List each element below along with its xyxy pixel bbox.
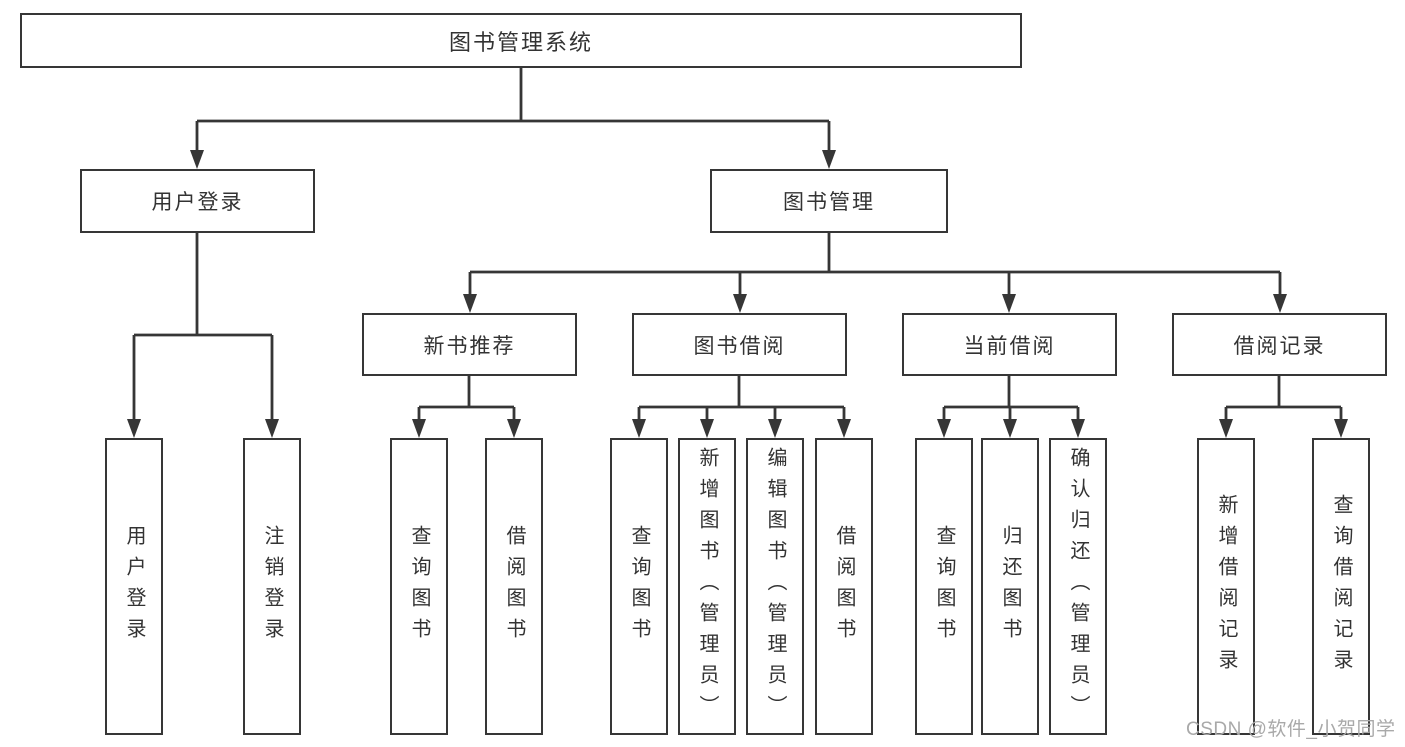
node-root-label: 图书管理系统: [448, 29, 593, 55]
leaf-logout-label: 注销登录: [261, 524, 283, 649]
node-book-management-label: 图书管理: [783, 191, 875, 214]
node-borrow-records-label: 借阅记录: [1233, 334, 1326, 358]
leaf-logout: 注销登录: [243, 438, 301, 735]
node-book-borrow: 图书借阅: [632, 313, 847, 376]
node-borrow-records: 借阅记录: [1172, 313, 1387, 376]
leaf-query-books-current: 查询图书: [915, 438, 973, 735]
node-current-borrow: 当前借阅: [902, 313, 1117, 376]
leaf-return-book: 归还图书: [981, 438, 1039, 735]
leaf-borrow-books-borrow-label: 借阅图书: [833, 524, 855, 649]
csdn-watermark: CSDN @软件_小贺同学: [1186, 719, 1396, 740]
leaf-edit-book-admin: 编辑图书（管理员）: [746, 438, 804, 735]
node-new-book-recommend-label: 新书推荐: [423, 334, 516, 358]
node-new-book-recommend: 新书推荐: [362, 313, 577, 376]
node-root: 图书管理系统: [20, 13, 1022, 68]
leaf-query-books-borrow: 查询图书: [610, 438, 668, 735]
leaf-borrow-books-borrow: 借阅图书: [815, 438, 873, 735]
leaf-borrow-books-recommend-label: 借阅图书: [503, 524, 525, 649]
node-current-borrow-label: 当前借阅: [963, 334, 1056, 358]
leaf-add-book-admin: 新增图书（管理员）: [678, 438, 736, 735]
leaf-add-book-admin-label: 新增图书（管理员）: [696, 447, 718, 726]
leaf-borrow-books-recommend: 借阅图书: [485, 438, 543, 735]
leaf-query-borrow-record-label: 查询借阅记录: [1330, 493, 1352, 680]
node-user-login: 用户登录: [80, 169, 315, 233]
node-book-management: 图书管理: [710, 169, 948, 233]
leaf-add-borrow-record: 新增借阅记录: [1197, 438, 1255, 735]
leaf-confirm-return-admin: 确认归还（管理员）: [1049, 438, 1107, 735]
leaf-edit-book-admin-label: 编辑图书（管理员）: [764, 447, 786, 726]
leaf-user-login: 用户登录: [105, 438, 163, 735]
leaf-return-book-label: 归还图书: [999, 524, 1021, 649]
leaf-query-borrow-record: 查询借阅记录: [1312, 438, 1370, 735]
leaf-confirm-return-admin-label: 确认归还（管理员）: [1067, 447, 1089, 726]
node-book-borrow-label: 图书借阅: [693, 334, 786, 358]
leaf-query-books-current-label: 查询图书: [933, 524, 955, 649]
leaf-user-login-label: 用户登录: [123, 524, 145, 649]
node-user-login-label: 用户登录: [151, 191, 244, 214]
leaf-query-books-recommend: 查询图书: [390, 438, 448, 735]
leaf-add-borrow-record-label: 新增借阅记录: [1215, 493, 1237, 680]
leaf-query-books-borrow-label: 查询图书: [628, 524, 650, 649]
leaf-query-books-recommend-label: 查询图书: [408, 524, 430, 649]
